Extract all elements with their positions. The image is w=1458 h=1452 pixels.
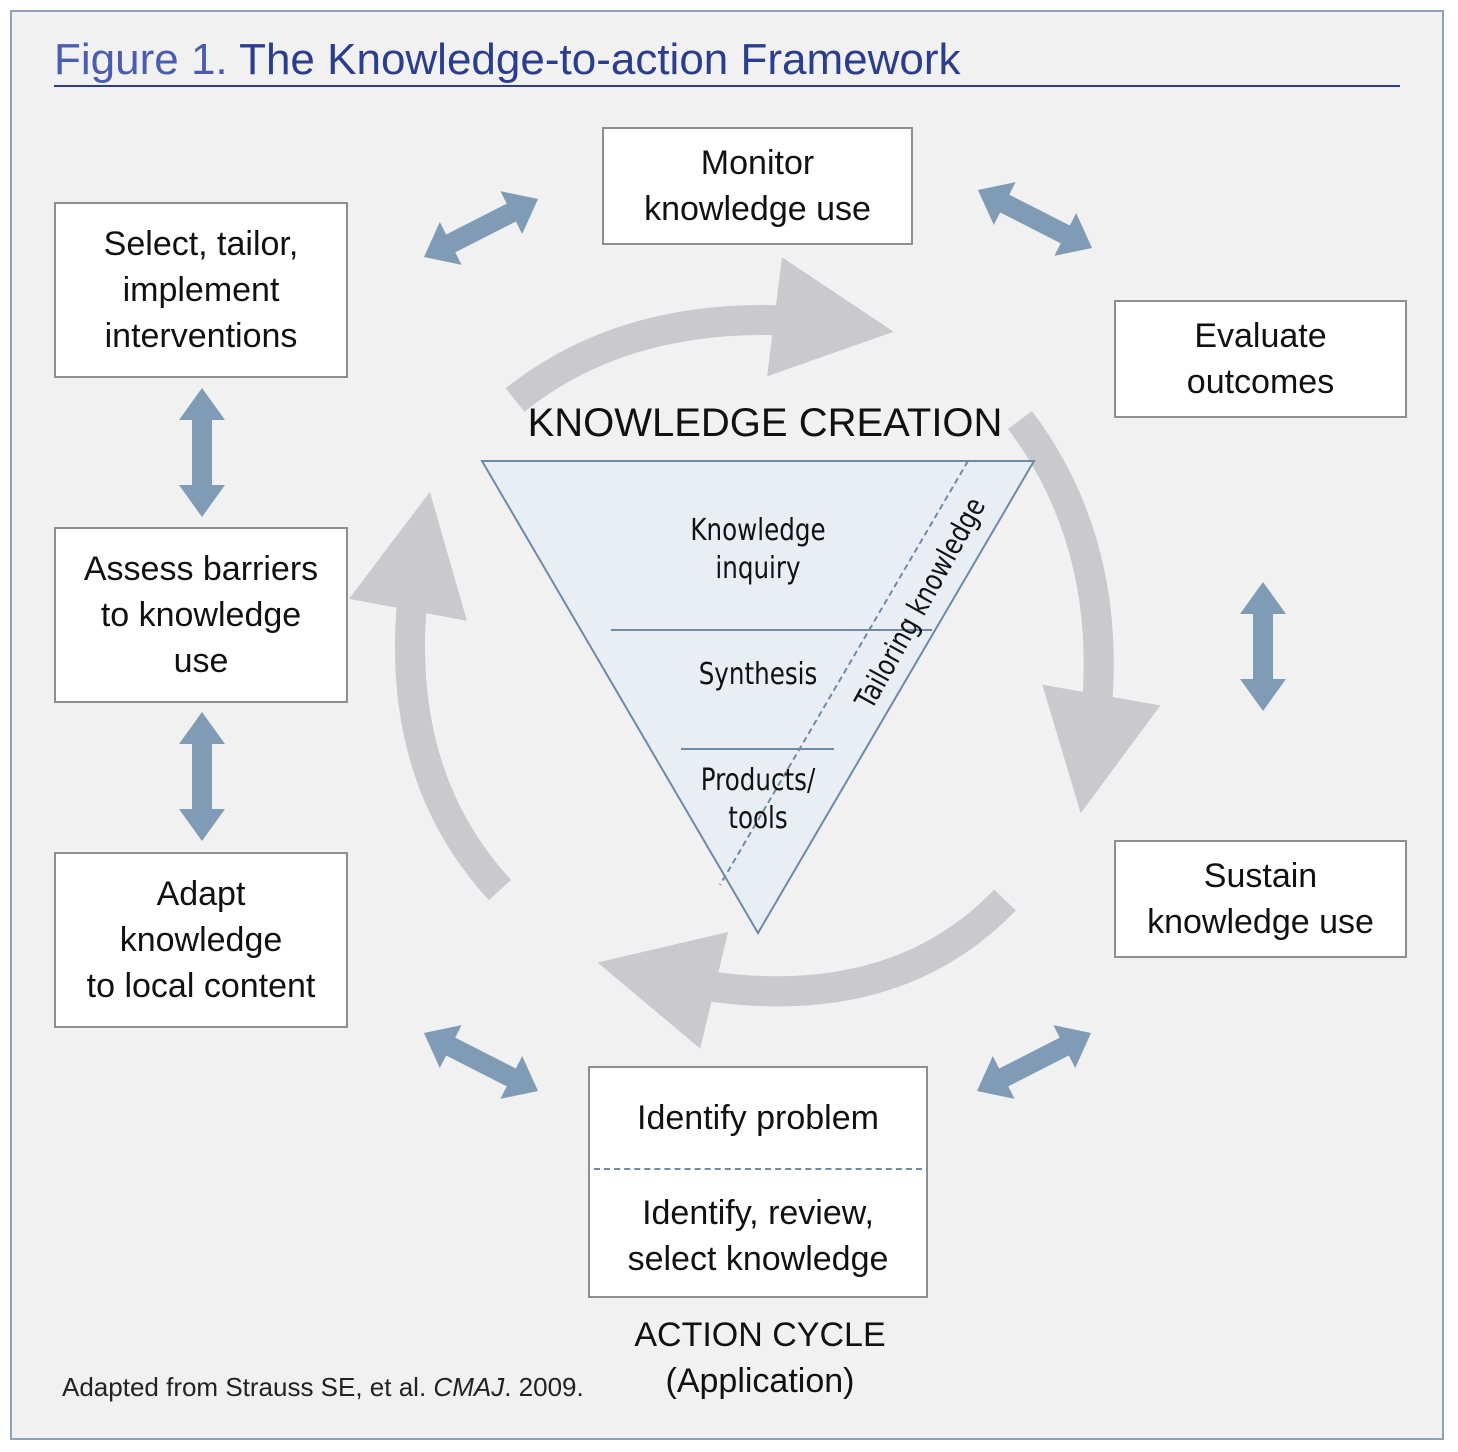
tailoring-dashed-line: [719, 460, 969, 886]
source-journal: CMAJ: [433, 1372, 505, 1402]
box-evaluate: Evaluate outcomes: [1114, 300, 1407, 418]
box-assess-label: Assess barriers to knowledge use: [83, 550, 319, 680]
double-arrow-evaluate-sustain: [1240, 582, 1286, 711]
layer-synthesis: Synthesis: [698, 657, 818, 692]
double-arrow-monitor-evaluate: [977, 182, 1093, 256]
cycle-arrow-bottom: [597, 889, 1016, 1049]
double-arrow-identify-sustain: [976, 1025, 1092, 1099]
figure-title-text: The Knowledge-to-action Framework: [239, 35, 961, 84]
double-arrow-adapt-identify: [423, 1025, 539, 1099]
identify-knowledge-label: Identify, review, select knowledge: [627, 1193, 889, 1278]
source-suffix: . 2009.: [504, 1372, 584, 1402]
box-sustain-label: Sustain knowledge use: [1147, 857, 1374, 941]
box-adapt-label: Adapt knowledge to local content: [86, 875, 316, 1005]
box-sustain: Sustain knowledge use: [1114, 840, 1407, 958]
funnel-triangle: [480, 460, 1036, 935]
knowledge-funnel: [480, 460, 1036, 935]
cycle-arrow-right: [1007, 411, 1161, 814]
action-cycle-arrows: [348, 257, 1161, 1049]
source-citation: Adapted from Strauss SE, et al. CMAJ. 20…: [62, 1370, 584, 1404]
figure-title: Figure 1. The Knowledge-to-action Framew…: [54, 32, 961, 88]
knowledge-creation-title: KNOWLEDGE CREATION: [527, 401, 1003, 445]
box-assess-barriers: Assess barriers to knowledge use: [54, 527, 348, 703]
box-select-tailor: Select, tailor, implement interventions: [54, 202, 348, 378]
double-arrow-assess-adapt: [179, 712, 225, 841]
box-monitor: Monitor knowledge use: [602, 127, 913, 245]
source-prefix: Adapted from Strauss SE, et al.: [62, 1372, 427, 1402]
layer-knowledge-inquiry: Knowledge inquiry: [690, 513, 826, 586]
box-evaluate-label: Evaluate outcomes: [1186, 317, 1335, 401]
box-identify: Identify problem Identify, review, selec…: [588, 1066, 928, 1298]
box-monitor-label: Monitor knowledge use: [644, 144, 871, 228]
identify-problem-label: Identify problem: [637, 1099, 879, 1137]
cycle-arrow-left: [348, 491, 512, 901]
figure-title-prefix: Figure 1.: [54, 35, 228, 84]
double-arrow-select-assess: [179, 388, 225, 517]
double-arrow-select-monitor: [423, 191, 539, 265]
box-select-label: Select, tailor, implement interventions: [103, 225, 299, 355]
title-rule: [54, 85, 1400, 87]
layer-products-tools: Products/ tools: [700, 763, 816, 836]
action-cycle-label: ACTION CYCLE (Application): [634, 1316, 886, 1400]
cycle-arrow-top: [505, 257, 894, 412]
identify-divider: [594, 1168, 922, 1170]
box-adapt: Adapt knowledge to local content: [54, 852, 348, 1028]
